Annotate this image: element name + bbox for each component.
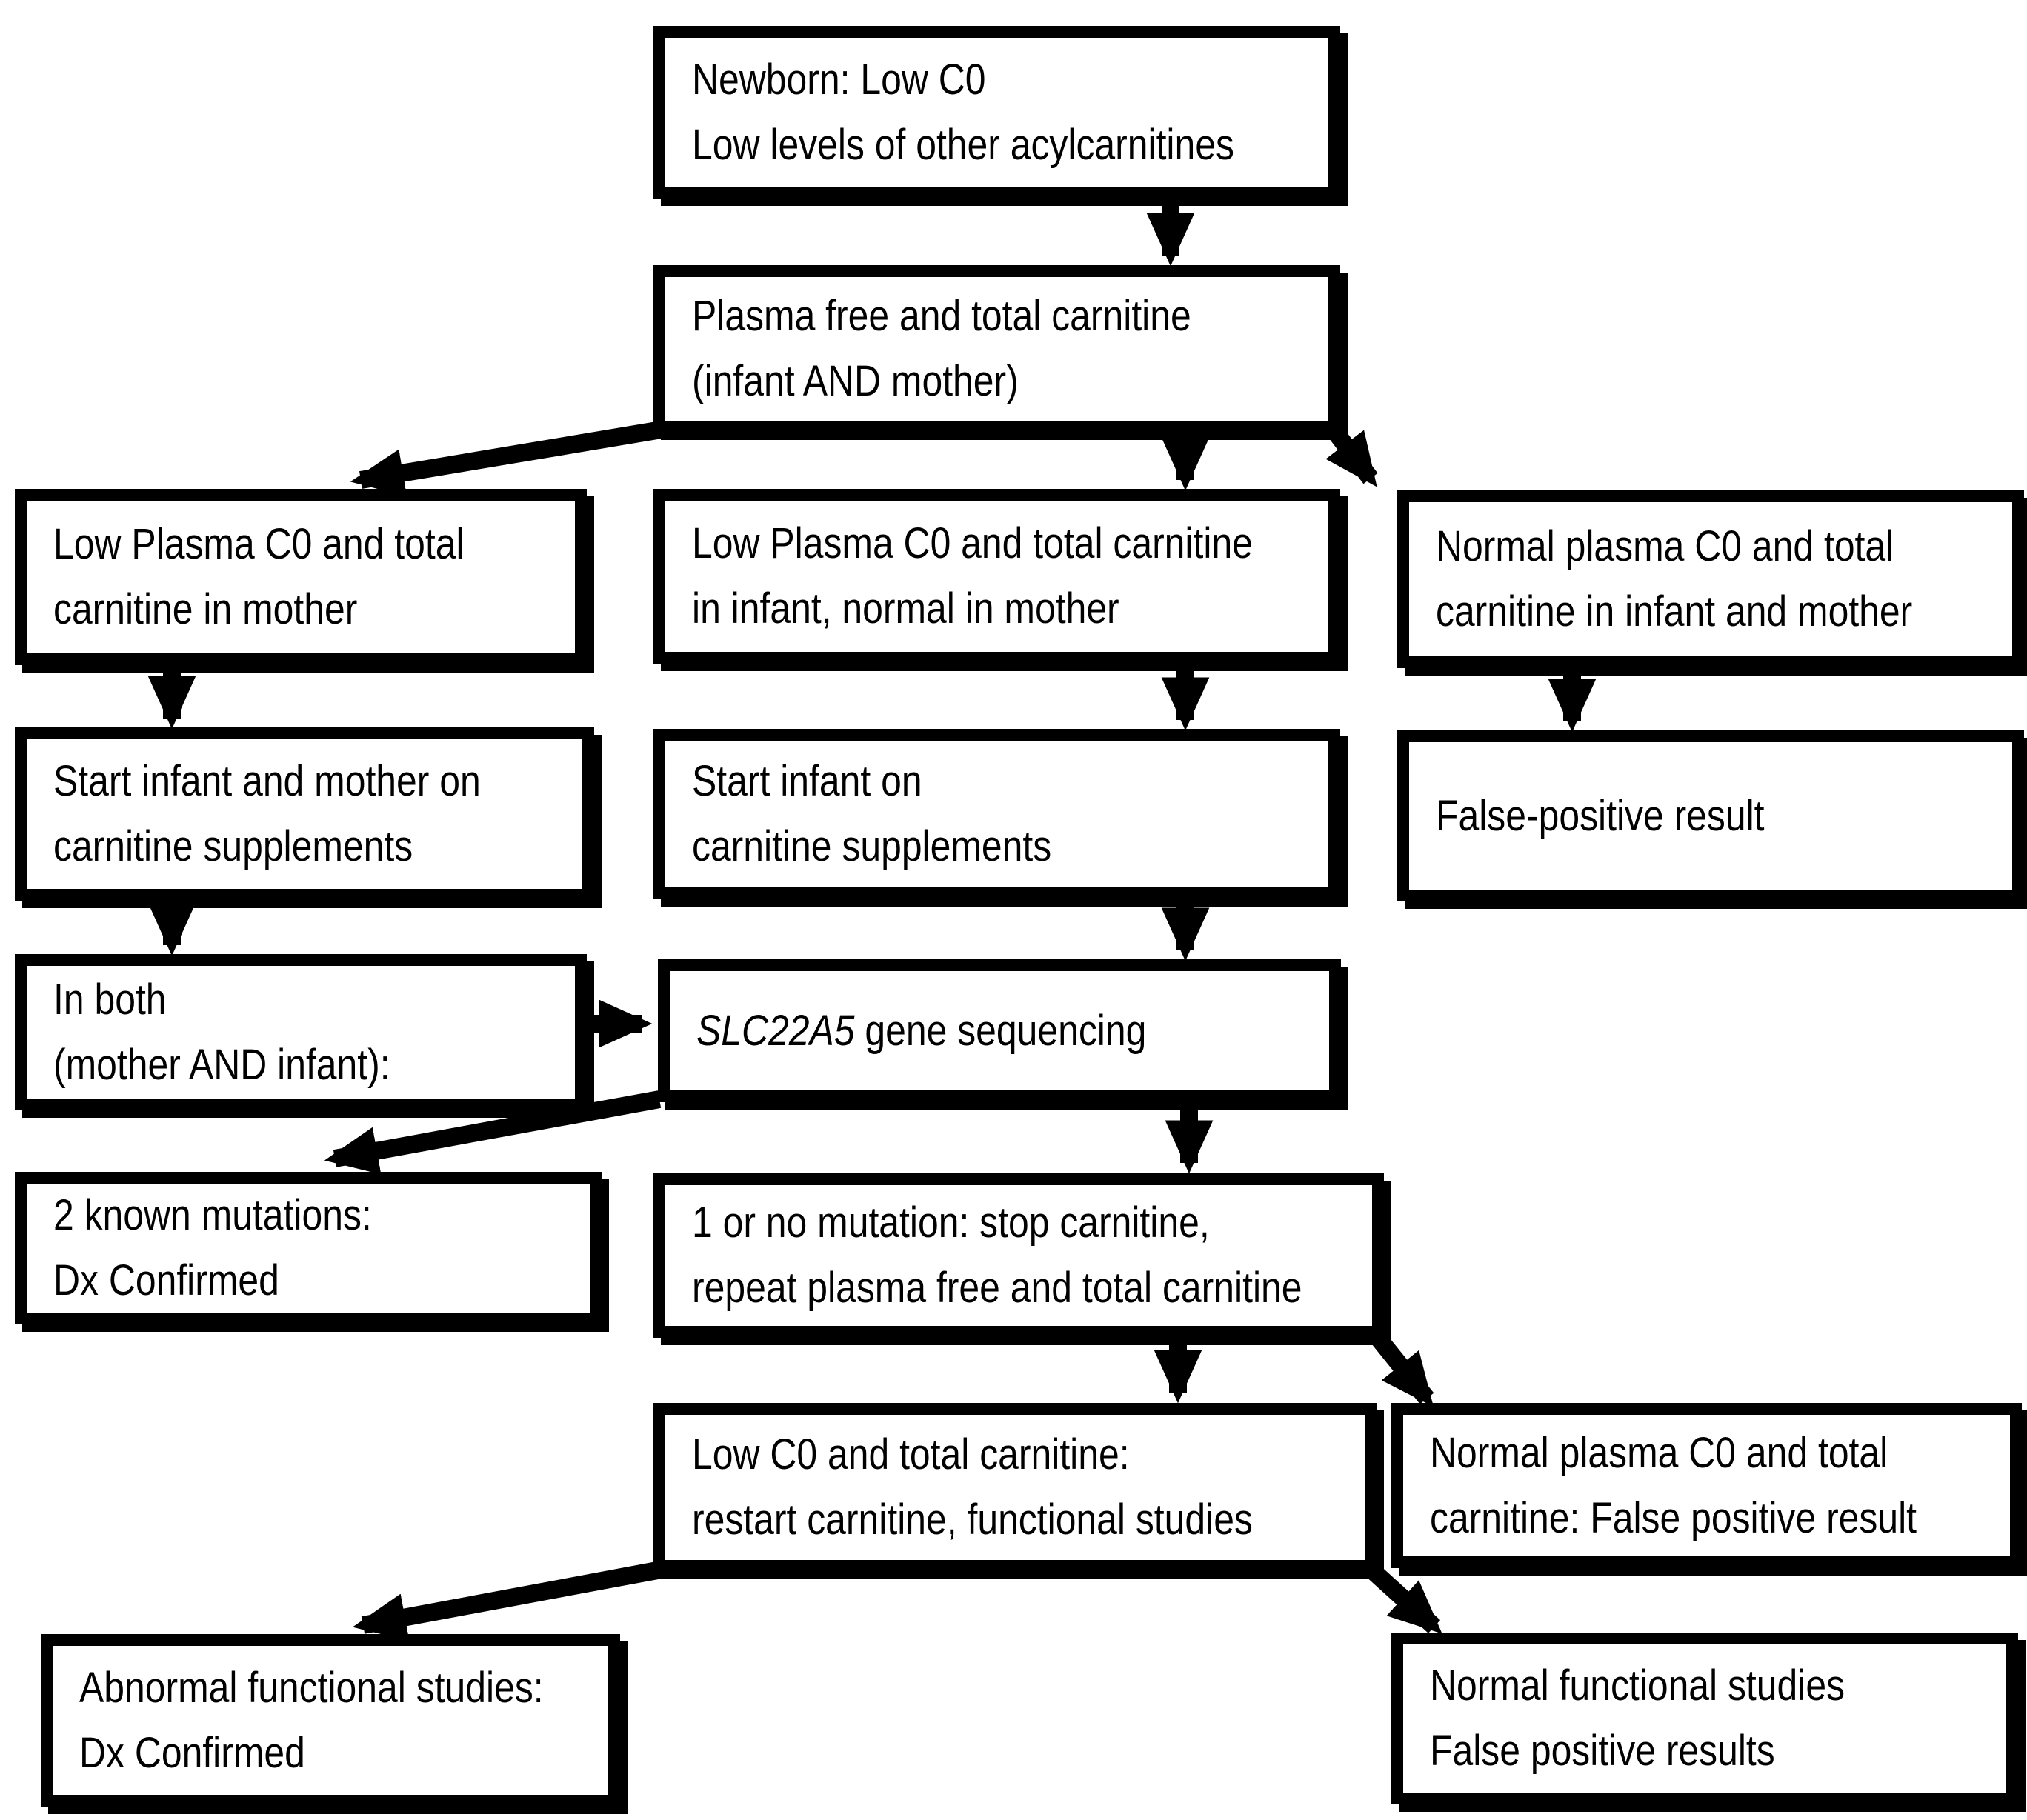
node-one-or-no-mutation-line1: 1 or no mutation: stop carnitine, [692,1199,1210,1247]
node-low-restart-line1: Low C0 and total carnitine: [692,1430,1130,1479]
node-in-both-line1: In both [53,975,167,1024]
node-low-mother-line1: Low Plasma C0 and total [53,520,465,568]
node-abnormal-functional: Abnormal functional studies: Dx Confirme… [41,1634,620,1807]
gene-symbol: SLC22A5 [696,1006,855,1055]
node-two-mutations: 2 known mutations: Dx Confirmed [15,1172,602,1324]
node-abnormal-functional-line1: Abnormal functional studies: [79,1663,544,1712]
node-one-or-no-mutation: 1 or no mutation: stop carnitine, repeat… [653,1173,1384,1338]
node-normal-both-line1: Normal plasma C0 and total [1436,522,1894,570]
node-newborn-line2: Low levels of other acylcarnitines [692,120,1234,169]
node-normal-both: Normal plasma C0 and total carnitine in … [1397,490,2024,668]
node-plasma-test: Plasma free and total carnitine (infant … [653,265,1340,433]
node-normal-false-positive-line1: Normal plasma C0 and total [1430,1428,1888,1477]
node-normal-false-positive-line2: carnitine: False positive result [1430,1493,1917,1542]
node-start-infant: Start infant on carnitine supplements [653,729,1340,899]
node-in-both-line2: (mother AND infant): [53,1040,390,1089]
node-newborn-line1: Newborn: Low C0 [692,55,986,104]
arrow-restart-diag-left [352,1560,668,1641]
arrow-plasma-diag-left [350,421,663,497]
node-start-infant-line1: Start infant on [692,757,922,805]
node-false-positive: False-positive result [1397,730,2024,901]
node-normal-false-positive: Normal plasma C0 and total carnitine: Fa… [1391,1403,2022,1568]
node-normal-functional-line2: False positive results [1430,1727,1775,1775]
node-start-infant-mother: Start infant and mother on carnitine sup… [15,727,594,901]
node-one-or-no-mutation-line2: repeat plasma free and total carnitine [692,1264,1302,1312]
node-newborn: Newborn: Low C0 Low levels of other acyl… [653,26,1340,199]
node-low-infant-normal-mother: Low Plasma C0 and total carnitine in inf… [653,489,1340,664]
node-gene-sequencing-line1: SLC22A5 gene sequencing [696,999,1231,1064]
arrow-mutation-diag-right [1365,1324,1434,1407]
node-in-both: In both (mother AND infant): [15,954,587,1110]
node-two-mutations-line1: 2 known mutations: [53,1191,372,1239]
node-low-mother: Low Plasma C0 and total carnitine in mot… [15,489,587,665]
node-normal-functional-line1: Normal functional studies [1430,1661,1845,1710]
node-abnormal-functional-line2: Dx Confirmed [79,1728,305,1777]
node-start-infant-line2: carnitine supplements [692,822,1052,870]
node-low-restart: Low C0 and total carnitine: restart carn… [653,1403,1377,1572]
node-low-restart-line2: restart carnitine, functional studies [692,1496,1253,1544]
arrow-plasma-diag-right [1325,424,1378,487]
node-normal-functional: Normal functional studies False positive… [1391,1633,2018,1804]
node-false-positive-line1: False-positive result [1436,791,1765,840]
node-plasma-test-line2: (infant AND mother) [692,357,1019,405]
gene-sequencing-label: gene sequencing [854,1006,1147,1055]
node-gene-sequencing: SLC22A5 gene sequencing [658,959,1341,1102]
node-start-infant-mother-line2: carnitine supplements [53,822,413,870]
arrow-restart-diag-right [1364,1562,1442,1634]
node-low-mother-line2: carnitine in mother [53,585,358,633]
node-low-infant-line2: in infant, normal in mother [692,584,1119,633]
arrow-gene-diag-left [324,1090,662,1175]
node-normal-both-line2: carnitine in infant and mother [1436,587,1913,636]
node-start-infant-mother-line1: Start infant and mother on [53,757,481,805]
node-two-mutations-line2: Dx Confirmed [53,1256,279,1304]
node-low-infant-line1: Low Plasma C0 and total carnitine [692,519,1253,567]
node-plasma-test-line1: Plasma free and total carnitine [692,292,1191,340]
